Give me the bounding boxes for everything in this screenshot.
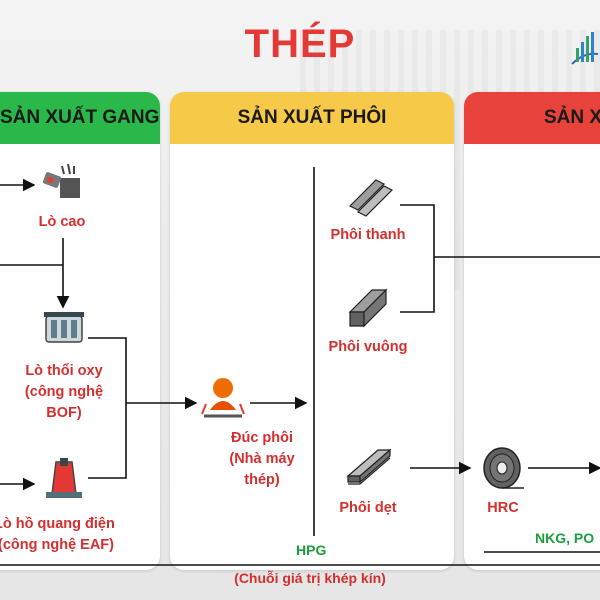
label-casting-line1: Đúc phôi [230,430,294,446]
label-hrc: HRC [487,500,519,516]
label-casting-line2: (Nhà máy [229,451,295,467]
electric-arc-furnace-icon [46,458,82,498]
label-bof-line1: Lò thổi oxy [25,363,103,379]
logo-icon [571,32,599,65]
slab-icon [346,448,392,485]
column-header-billet: SẢN XUẤT PHÔI [170,92,454,144]
square-billet-icon [348,288,388,328]
label-value-chain: (Chuỗi giá trị khép kín) [234,570,386,586]
column-product: SẢN XUẤT [464,92,600,570]
oxygen-furnace-icon [44,312,84,343]
label-bof-line2: (công nghệ [24,384,104,400]
column-pig-iron: SẢN XUẤT GANG [0,92,160,570]
label-nkg: NKG, PO [535,530,595,546]
column-header-product: SẢN XUẤT [464,92,600,144]
label-square-billet: Phôi vuông [328,339,408,355]
label-bof-line3: BOF) [46,405,82,421]
label-billet-bar: Phôi thanh [330,227,406,243]
label-eaf-line1: Lò hồ quang điện [0,516,115,532]
column-billet: SẢN XUẤT PHÔI [170,92,454,570]
column-header-pig-iron: SẢN XUẤT GANG [0,92,160,144]
label-casting-line3: thép) [244,472,280,488]
label-slab: Phôi dẹt [339,500,397,516]
billet-bars-icon [348,179,394,217]
label-eaf-line2: (công nghệ EAF) [0,537,114,553]
steel-coil-icon [483,447,524,489]
page-title: THÉP [244,22,356,66]
label-blast-furnace: Lò cao [38,214,86,230]
blast-furnace-icon [42,163,80,198]
label-hpg: HPG [296,542,327,558]
casting-icon [201,378,245,418]
